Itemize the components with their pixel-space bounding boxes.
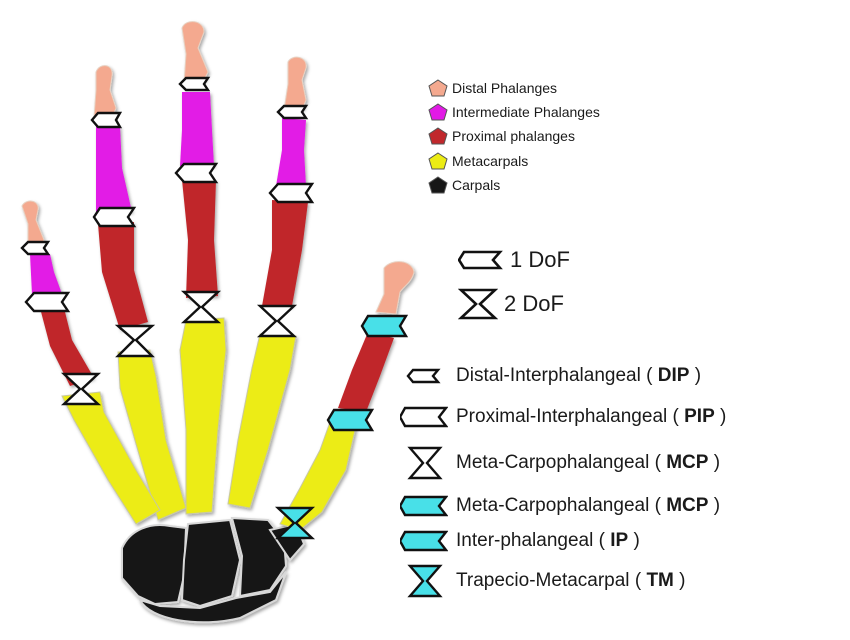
cyan-chevron-icon bbox=[400, 530, 448, 552]
mcp-marker-middle bbox=[180, 290, 222, 324]
joint-name: Proximal-Interphalangeal bbox=[456, 406, 668, 427]
legend-joint-pip: Proximal-Interphalangeal ( PIP ) bbox=[400, 404, 726, 430]
legend-metacarpals: Metacarpals bbox=[428, 152, 528, 170]
proximal-middle bbox=[182, 180, 218, 298]
legend-label: Intermediate Phalanges bbox=[452, 104, 600, 120]
legend-joint-tm: Trapecio-Metacarpal ( TM ) bbox=[400, 564, 685, 598]
pip-marker-middle bbox=[174, 162, 219, 184]
cyan-chevron-icon bbox=[400, 495, 448, 517]
pip-marker-ring bbox=[268, 182, 315, 204]
carpal-bone bbox=[230, 516, 288, 598]
legend-label: Metacarpals bbox=[452, 153, 529, 169]
legend-intermediate-phalanges: Intermediate Phalanges bbox=[428, 103, 600, 121]
dip-marker-middle bbox=[178, 76, 211, 92]
joint-name: Inter-phalangeal bbox=[456, 530, 594, 551]
joint-name: Trapecio-Metacarpal bbox=[456, 570, 630, 591]
joint-name: Meta-Carpophalangeal bbox=[456, 495, 650, 516]
two-dof-hourglass-icon bbox=[458, 288, 498, 320]
tm-marker-thumb bbox=[274, 506, 316, 540]
distal-ring bbox=[283, 56, 307, 111]
distal-middle bbox=[181, 21, 209, 85]
small-white-chevron-icon bbox=[406, 368, 441, 384]
metacarpal-middle bbox=[179, 317, 227, 515]
legend-two-dof: 2 DoF bbox=[458, 288, 564, 320]
white-chevron-icon bbox=[400, 406, 448, 428]
legend-proximal-phalanges: Proximal phalanges bbox=[428, 127, 575, 145]
proximal-phalanges bbox=[40, 180, 394, 412]
pip-marker-little bbox=[24, 291, 71, 313]
metacarpal-bones bbox=[61, 317, 357, 531]
carpal-bones bbox=[121, 516, 306, 624]
mcp-marker-index bbox=[114, 324, 156, 358]
mcp-marker-thumb bbox=[326, 408, 375, 432]
pip-marker-index bbox=[92, 206, 137, 228]
white-hourglass-icon bbox=[407, 446, 443, 480]
joint-markers bbox=[20, 76, 409, 540]
metacarpal-little bbox=[61, 391, 161, 525]
pentagon-swatch-icon bbox=[428, 152, 448, 170]
intermediate-middle bbox=[180, 92, 214, 166]
legend-joint-ip: Inter-phalangeal ( IP ) bbox=[400, 528, 640, 554]
carpal-bone bbox=[180, 518, 242, 608]
pentagon-swatch-icon bbox=[428, 176, 448, 194]
one-dof-chevron-icon bbox=[458, 250, 503, 270]
cyan-hourglass-icon bbox=[407, 564, 443, 598]
joint-abbr: PIP bbox=[684, 406, 715, 427]
joint-name: Meta-Carpophalangeal bbox=[456, 452, 650, 473]
pentagon-swatch-icon bbox=[428, 103, 448, 121]
mcp-marker-little bbox=[60, 372, 102, 406]
joint-abbr: TM bbox=[646, 570, 674, 591]
legend-label: Carpals bbox=[452, 177, 501, 193]
joint-abbr: MCP bbox=[666, 452, 709, 473]
legend-label: 2 DoF bbox=[504, 291, 564, 316]
carpal-bone bbox=[138, 571, 287, 624]
intermediate-phalanges bbox=[30, 92, 306, 294]
dip-marker-little bbox=[20, 240, 51, 256]
pentagon-swatch-icon bbox=[428, 79, 448, 97]
intermediate-index bbox=[96, 126, 132, 214]
mcp-marker-ring bbox=[256, 304, 298, 338]
distal-thumb bbox=[375, 261, 415, 315]
dip-marker-ring bbox=[276, 104, 309, 120]
intermediate-little bbox=[30, 254, 62, 294]
legend-label: Distal Phalanges bbox=[452, 80, 558, 96]
legend-carpals: Carpals bbox=[428, 176, 500, 194]
legend-label: 1 DoF bbox=[510, 247, 570, 272]
legend-distal-phalanges: Distal Phalanges bbox=[428, 79, 557, 97]
legend-one-dof: 1 DoF bbox=[458, 247, 570, 273]
joint-abbr: IP bbox=[610, 530, 629, 551]
proximal-thumb bbox=[338, 332, 394, 412]
joint-abbr: MCP bbox=[666, 495, 709, 516]
joint-name: Distal-Interphalangeal bbox=[456, 365, 641, 386]
proximal-ring bbox=[262, 200, 308, 306]
legend-joint-mcp-white: Meta-Carpophalangeal ( MCP ) bbox=[400, 446, 720, 480]
legend-joint-mcp-cyan: Meta-Carpophalangeal ( MCP ) bbox=[400, 493, 720, 519]
distal-phalanges bbox=[21, 21, 415, 315]
legend-joint-dip: Distal-Interphalangeal ( DIP ) bbox=[400, 364, 701, 388]
distal-index bbox=[93, 65, 117, 119]
metacarpal-ring bbox=[227, 333, 297, 509]
dip-marker-index bbox=[90, 111, 123, 129]
intermediate-ring bbox=[276, 118, 306, 186]
proximal-index bbox=[98, 222, 148, 330]
ip-marker-thumb bbox=[360, 314, 409, 338]
proximal-little bbox=[40, 308, 94, 386]
pentagon-swatch-icon bbox=[428, 127, 448, 145]
legend-label: Proximal phalanges bbox=[452, 128, 575, 144]
carpal-bone bbox=[121, 524, 188, 606]
joint-abbr: DIP bbox=[657, 365, 690, 386]
